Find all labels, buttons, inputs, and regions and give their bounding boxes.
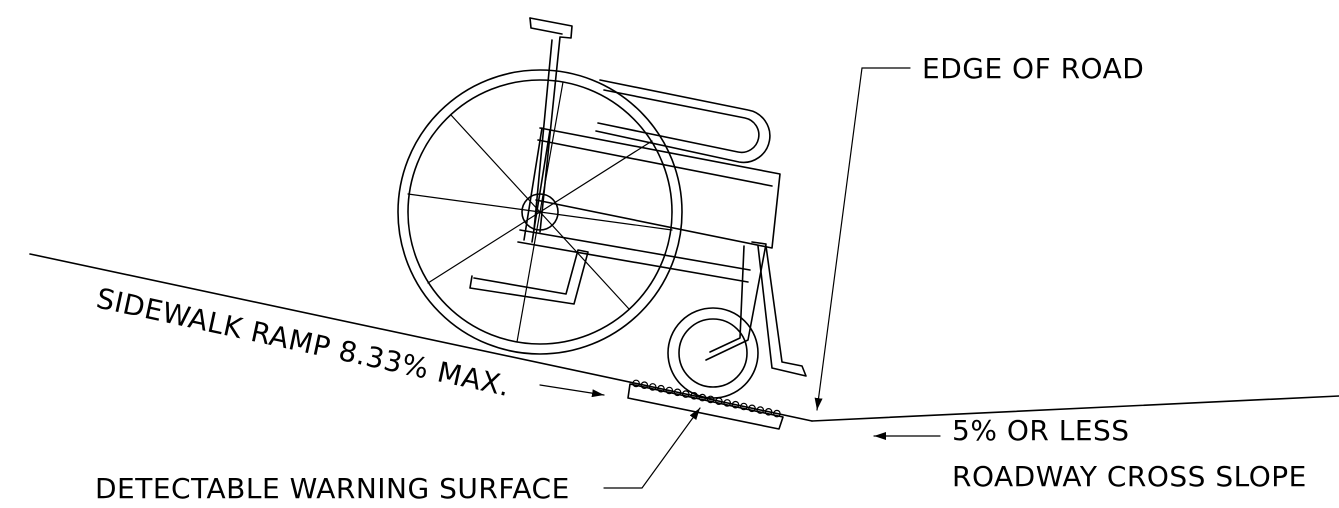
warning-bump [739,402,748,411]
warning-bump [723,399,732,407]
warning-bump [657,384,665,393]
sidewalk-ramp-label: SIDEWALK RAMP 8.33% MAX. [94,282,514,403]
rear-wheel-rim [407,79,673,345]
warning-bump [681,390,690,398]
detectable-warning-label: DETECTABLE WARNING SURFACE [95,472,570,505]
sidewalk-ramp-callout: SIDEWALK RAMP 8.33% MAX. [94,282,605,403]
sidewalk-ramp-surface [29,253,813,422]
cross-slope-label-line2: ROADWAY CROSS SLOPE [952,460,1307,493]
caster-wheel [667,307,759,399]
warning-bump [648,383,657,391]
edge-of-road-label: EDGE OF ROAD [922,52,1144,85]
detectable-warning-pad [627,379,784,430]
roadway-surface [811,395,1339,422]
caster-wheel-inner [678,318,748,388]
warning-bump [706,395,715,404]
warning-bump [665,386,674,395]
warning-bump [632,379,640,388]
warning-bump [748,404,756,413]
cross-slope-callout: 5% OR LESS ROADWAY CROSS SLOPE [873,414,1307,493]
rear-wheel [397,69,683,355]
leg-rest [757,245,807,377]
edge-of-road-callout: EDGE OF ROAD [814,52,1144,411]
warning-bump [756,406,765,414]
detectable-warning-callout: DETECTABLE WARNING SURFACE [95,407,701,505]
footrest [469,249,589,305]
warning-bump [640,381,649,390]
seat-panel [535,127,781,249]
armrest [595,79,771,164]
warning-bump [773,409,781,418]
wheelchair-icon [397,17,807,399]
warning-bumps [632,379,781,418]
front-fork [705,241,767,361]
wheel-spokes [407,81,673,343]
cross-slope-label-line1: 5% OR LESS [952,414,1130,447]
warning-bump [764,407,773,416]
push-handle [529,17,573,233]
warning-bump [673,388,682,397]
warning-bump [731,400,740,409]
